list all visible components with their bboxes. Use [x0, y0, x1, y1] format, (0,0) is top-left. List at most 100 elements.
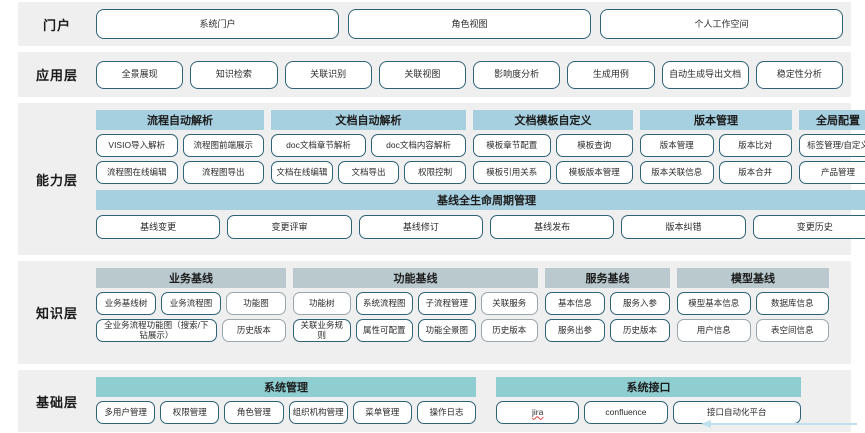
know-item-related-service[interactable]: 关联服务 — [480, 292, 538, 315]
layer-application: 应用层 全景展现 知识检索 关联识别 关联视图 影响度分析 生成用例 自动生成导… — [18, 52, 851, 97]
foundation-group-system-manage: 系统管理 多用户管理 权限管理 角色管理 组织机构管理 菜单管理 操作日志 — [96, 377, 477, 424]
cap-item-doc-content-parse[interactable]: doc文档内容解析 — [371, 134, 466, 157]
know-item-service-output-param[interactable]: 服务出参 — [545, 319, 605, 342]
know-item-function-chart[interactable]: 功能图 — [226, 292, 286, 315]
lifecycle-item-version-correction[interactable]: 版本纠错 — [621, 215, 746, 239]
foundation-groups: 系统管理 多用户管理 权限管理 角色管理 组织机构管理 菜单管理 操作日志 — [96, 377, 843, 425]
cap-item-doc-chapter-parse[interactable]: doc文档章节解析 — [271, 134, 366, 157]
baseline-lifecycle-title: 基线全生命周期管理 — [96, 190, 865, 210]
lifecycle-item-baseline-change[interactable]: 基线变更 — [96, 215, 221, 239]
group-row: 全业务流程功能图（搜索/下钻展示） 历史版本 — [96, 319, 286, 342]
know-item-model-basic-info[interactable]: 模型基本信息 — [677, 292, 751, 315]
app-item-relation-recognition[interactable]: 关联识别 — [284, 60, 372, 89]
cap-item-template-reference-relation[interactable]: 模板引用关系 — [473, 161, 551, 184]
know-item-database-info[interactable]: 数据库信息 — [755, 292, 829, 315]
group-row: 基本信息 服务入参 — [545, 292, 670, 315]
portal-item-system-portal[interactable]: 系统门户 — [96, 9, 339, 39]
cap-item-version-manage[interactable]: 版本管理 — [640, 134, 714, 157]
group-row: 流程图在线编辑 流程图导出 — [96, 161, 264, 184]
cap-item-visio-import-parse[interactable]: VISIO导入解析 — [96, 134, 178, 157]
base-item-multi-user-manage[interactable]: 多用户管理 — [96, 401, 156, 424]
layer-portal: 门户 系统门户 角色视图 个人工作空间 — [18, 2, 851, 46]
cap-item-template-query[interactable]: 模板查询 — [555, 134, 633, 157]
group-rows-doc-parse: doc文档章节解析 doc文档内容解析 文档在线编辑 文档导出 权限控制 — [271, 134, 467, 184]
capability-body: 流程自动解析 VISIO导入解析 流程图前端展示 流程图在线编辑 流程图导出 — [96, 103, 865, 255]
know-item-function-panorama[interactable]: 功能全景图 — [418, 319, 476, 342]
app-item-knowledge-search[interactable]: 知识检索 — [190, 60, 278, 89]
group-row: 模型基本信息 数据库信息 — [677, 292, 829, 315]
app-item-relation-view[interactable]: 关联视图 — [378, 60, 466, 89]
know-item-business-baseline-tree[interactable]: 业务基线树 — [96, 292, 156, 315]
know-item-system-flowchart[interactable]: 系统流程图 — [355, 292, 413, 315]
layer-foundation: 基础层 系统管理 多用户管理 权限管理 角色管理 组织机构管理 菜单管理 操作日… — [18, 370, 851, 432]
know-item-business-flowchart[interactable]: 业务流程图 — [161, 292, 221, 315]
cap-item-flowchart-frontend-display[interactable]: 流程图前端展示 — [182, 134, 264, 157]
cap-item-tag-manage-custom[interactable]: 标签管理/自定义 — [799, 134, 865, 157]
base-item-operation-log[interactable]: 操作日志 — [416, 401, 477, 424]
cap-item-version-compare[interactable]: 版本比对 — [718, 134, 792, 157]
cap-item-template-version-manage[interactable]: 模板版本管理 — [555, 161, 633, 184]
cap-item-permission-control[interactable]: 权限控制 — [404, 161, 467, 184]
know-item-tablespace-info[interactable]: 表空间信息 — [755, 319, 829, 342]
capability-group-doc-parse: 文档自动解析 doc文档章节解析 doc文档内容解析 文档在线编辑 文档导出 权… — [271, 110, 467, 184]
know-item-related-business-rule[interactable]: 关联业务规则 — [293, 319, 351, 342]
know-item-full-business-flow-function-chart[interactable]: 全业务流程功能图（搜索/下钻展示） — [96, 319, 217, 342]
group-rows-model-baseline: 模型基本信息 数据库信息 用户信息 表空间信息 — [677, 292, 829, 342]
know-item-function-tree[interactable]: 功能树 — [293, 292, 351, 315]
know-item-attribute-configurable[interactable]: 属性可配置 — [355, 319, 413, 342]
base-item-jira[interactable]: jira — [496, 401, 580, 424]
baseline-lifecycle: 基线全生命周期管理 基线变更 变更评审 基线修订 基线发布 版本纠错 变更历史 — [96, 190, 865, 239]
app-item-auto-export-doc[interactable]: 自动生成导出文档 — [661, 60, 749, 89]
portal-item-personal-workspace[interactable]: 个人工作空间 — [600, 9, 843, 39]
cap-item-flowchart-export[interactable]: 流程图导出 — [182, 161, 264, 184]
portal-item-role-view[interactable]: 角色视图 — [348, 9, 591, 39]
layer-label-foundation: 基础层 — [35, 394, 78, 410]
cap-item-doc-export[interactable]: 文档导出 — [337, 161, 400, 184]
group-title-global-config: 全局配置 — [799, 110, 865, 130]
capability-group-process-parse: 流程自动解析 VISIO导入解析 流程图前端展示 流程图在线编辑 流程图导出 — [96, 110, 264, 184]
knowledge-group-function-baseline: 功能基线 功能树 系统流程图 子流程管理 关联服务 关联业务规则 属性可配置 功… — [293, 268, 538, 342]
base-item-permission-manage[interactable]: 权限管理 — [160, 401, 220, 424]
base-item-interface-automation-platform[interactable]: 接口自动化平台 — [672, 401, 801, 424]
know-item-user-info[interactable]: 用户信息 — [677, 319, 751, 342]
cap-item-version-merge[interactable]: 版本合并 — [718, 161, 792, 184]
app-item-stability-analysis[interactable]: 稳定性分析 — [755, 60, 843, 89]
base-item-confluence[interactable]: confluence — [584, 401, 668, 424]
base-item-role-manage[interactable]: 角色管理 — [224, 401, 284, 424]
lifecycle-item-baseline-release[interactable]: 基线发布 — [489, 215, 615, 239]
cap-item-flowchart-online-edit[interactable]: 流程图在线编辑 — [96, 161, 178, 184]
cap-item-template-chapter-config[interactable]: 模板章节配置 — [473, 134, 551, 157]
lifecycle-item-change-history[interactable]: 变更历史 — [752, 215, 865, 239]
know-item-history-version-function[interactable]: 历史版本 — [480, 319, 538, 342]
base-item-org-structure-manage[interactable]: 组织机构管理 — [288, 401, 348, 424]
group-rows-process-parse: VISIO导入解析 流程图前端展示 流程图在线编辑 流程图导出 — [96, 134, 264, 184]
knowledge-body: 业务基线 业务基线树 业务流程图 功能图 全业务流程功能图（搜索/下钻展示） 历… — [96, 261, 851, 364]
cap-item-product-manage[interactable]: 产品管理 — [799, 161, 865, 184]
group-row: 文档在线编辑 文档导出 权限控制 — [271, 161, 467, 184]
group-rows-doc-template: 模板章节配置 模板查询 模板引用关系 模板版本管理 — [473, 134, 633, 184]
base-item-menu-manage[interactable]: 菜单管理 — [352, 401, 412, 424]
know-item-history-version-business[interactable]: 历史版本 — [221, 319, 286, 342]
group-title-system-manage: 系统管理 — [96, 377, 476, 397]
layer-label-portal: 门户 — [42, 17, 71, 33]
group-title-doc-parse: 文档自动解析 — [271, 110, 466, 130]
baseline-lifecycle-items: 基线变更 变更评审 基线修订 基线发布 版本纠错 变更历史 — [96, 215, 865, 239]
layer-knowledge: 知识层 业务基线 业务基线树 业务流程图 功能图 全业务流程功能图（搜索/下钻展… — [18, 261, 851, 364]
group-rows-business-baseline: 业务基线树 业务流程图 功能图 全业务流程功能图（搜索/下钻展示） 历史版本 — [96, 292, 286, 342]
know-item-history-version-service[interactable]: 历史版本 — [610, 319, 670, 342]
app-item-impact-analysis[interactable]: 影响度分析 — [473, 60, 561, 89]
layer-capability: 能力层 流程自动解析 VISIO导入解析 流程图前端展示 流程图在线编辑 流程图… — [18, 103, 865, 255]
know-item-subprocess-manage[interactable]: 子流程管理 — [418, 292, 476, 315]
capability-group-version-manage: 版本管理 版本管理 版本比对 版本关联信息 版本合并 — [640, 110, 792, 184]
lifecycle-item-change-review[interactable]: 变更评审 — [227, 215, 352, 239]
cap-item-doc-online-edit[interactable]: 文档在线编辑 — [271, 161, 333, 184]
app-item-generate-usecase[interactable]: 生成用例 — [567, 60, 655, 89]
know-item-service-input-param[interactable]: 服务入参 — [610, 292, 670, 315]
app-item-panorama[interactable]: 全景展现 — [96, 60, 184, 89]
know-item-basic-info[interactable]: 基本信息 — [545, 292, 605, 315]
group-title-function-baseline: 功能基线 — [293, 268, 538, 288]
cap-item-version-relation-info[interactable]: 版本关联信息 — [640, 161, 714, 184]
lifecycle-item-baseline-revision[interactable]: 基线修订 — [358, 215, 483, 239]
group-rows-version-manage: 版本管理 版本比对 版本关联信息 版本合并 — [640, 134, 792, 184]
group-row: 业务基线树 业务流程图 功能图 — [96, 292, 286, 315]
